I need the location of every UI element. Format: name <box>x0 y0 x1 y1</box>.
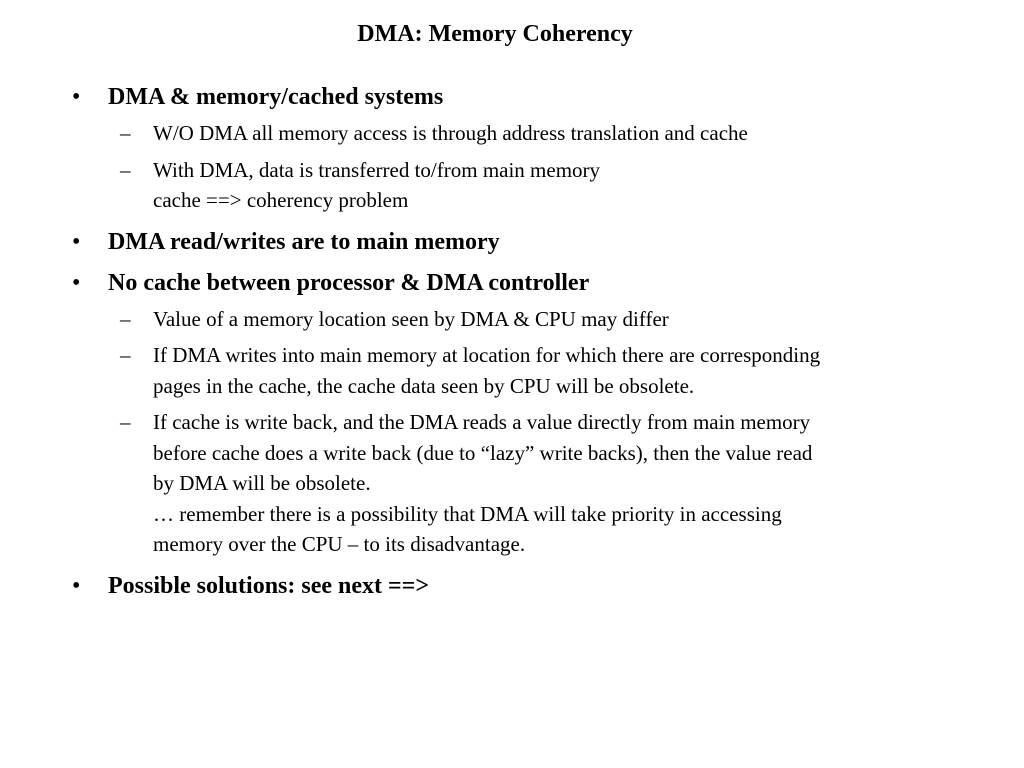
sub-item: – W/O DMA all memory access is through a… <box>0 118 1000 149</box>
sub-item-line: If DMA writes into main memory at locati… <box>153 343 821 367</box>
sub-item-line: If cache is write back, and the DMA read… <box>153 410 811 434</box>
bullet-text: Possible solutions: see next ==> <box>108 572 430 599</box>
bullet-marker: • <box>72 84 81 110</box>
bullet-marker: • <box>72 572 81 599</box>
bullet-text: No cache between processor & DMA control… <box>108 269 590 296</box>
dash-marker: – <box>120 410 131 434</box>
sub-item-line: Value of a memory location seen by DMA &… <box>153 306 669 331</box>
sub-item-line: cache ==> coherency problem <box>153 188 409 212</box>
bullet-item: • DMA read/writes are to main memory <box>0 227 1000 257</box>
sub-item: – Value of a memory location seen by DMA… <box>0 304 1000 335</box>
sub-item-line: before cache does a write back (due to “… <box>153 440 813 465</box>
sub-item: – If cache is write back, and the DMA re… <box>0 407 1000 560</box>
sub-item-line: by DMA will be obsolete. <box>153 471 371 495</box>
dash-marker: – <box>120 157 131 182</box>
bullet-text: DMA & memory/cached systems <box>108 84 444 110</box>
sub-item-line: pages in the cache, the cache data seen … <box>153 373 695 398</box>
bullet-item: • No cache between processor & DMA contr… <box>0 268 1000 298</box>
dash-marker: – <box>120 121 131 145</box>
sub-item-line: With DMA, data is transferred to/from ma… <box>153 157 601 182</box>
sub-item-line: memory over the CPU – to its disadvantag… <box>153 532 526 556</box>
bullet-item: • Possible solutions: see next ==> <box>0 571 1000 601</box>
sub-item: – If DMA writes into main memory at loca… <box>0 340 1000 401</box>
bullet-marker: • <box>72 228 81 255</box>
sub-item-line: W/O DMA all memory access is through add… <box>153 121 748 145</box>
dash-marker: – <box>120 306 131 331</box>
dash-marker: – <box>120 343 131 367</box>
bullet-item: • DMA & memory/cached systems <box>0 82 1000 112</box>
slide-content: • DMA & memory/cached systems – W/O DMA … <box>0 82 1000 605</box>
sub-item-line: … remember there is a possibility that D… <box>153 501 782 526</box>
bullet-marker: • <box>72 269 81 296</box>
slide-title: DMA: Memory Coherency <box>357 21 633 47</box>
bullet-text: DMA read/writes are to main memory <box>108 228 500 255</box>
sub-item: – With DMA, data is transferred to/from … <box>0 155 1000 216</box>
